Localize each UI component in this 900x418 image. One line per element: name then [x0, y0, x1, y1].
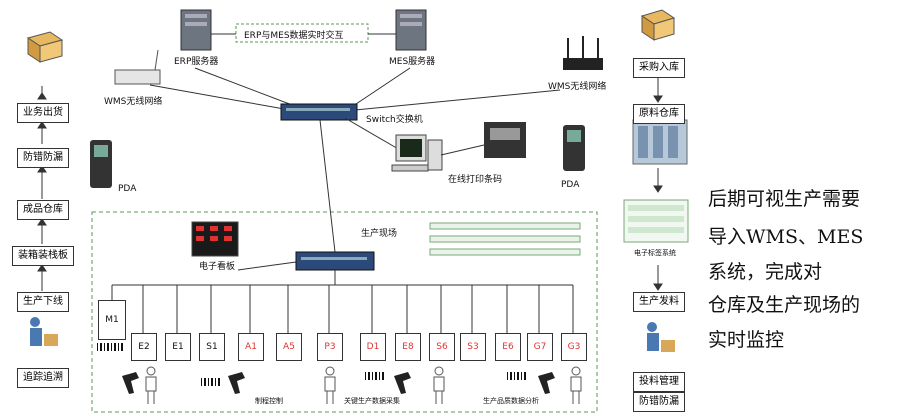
- right-flow-step: 生产发料: [633, 292, 685, 312]
- bottom-label: 关键生产数据采集: [344, 397, 400, 405]
- station-box: E1: [165, 333, 191, 361]
- worker-icon: [145, 366, 582, 404]
- station-box: G7: [527, 333, 553, 361]
- switch-label: Switch交换机: [366, 115, 423, 125]
- left-flow-step: 追踪追溯: [17, 368, 69, 388]
- production-switch-icon: [295, 251, 375, 271]
- electronic-label-strip: [429, 222, 581, 256]
- station-box: M1: [98, 300, 126, 340]
- station-box: E8: [395, 333, 421, 361]
- station-drops: [111, 285, 574, 333]
- station-box: G3: [561, 333, 587, 361]
- wireless-router-left-icon: [114, 49, 161, 85]
- note-line: 后期可视生产需要: [708, 188, 861, 210]
- right-flow-arrows: [653, 78, 663, 291]
- left-flow-step: 成品仓库: [17, 200, 69, 220]
- note-line: 系统，完成对: [708, 261, 823, 283]
- station-box: S6: [429, 333, 455, 361]
- right-flow-step: 电子标签系统: [634, 249, 676, 257]
- computer-icon: [391, 134, 443, 172]
- right-flow-step: 采购入库: [633, 58, 685, 78]
- note-line: 仓库及生产现场的: [708, 294, 861, 316]
- erp-mes-bar: [235, 23, 369, 43]
- station-box: D1: [360, 333, 386, 361]
- station-box: S1: [199, 333, 225, 361]
- printer-label: 在线打印条码: [448, 175, 503, 185]
- barcode-icon: [97, 343, 526, 386]
- note-line: 实时监控: [708, 329, 785, 351]
- left-flow-step: 装箱装栈板: [12, 246, 74, 266]
- wireless-left-label: WMS无线网络: [104, 97, 163, 107]
- main-switch-icon: [280, 103, 358, 121]
- mes-server-icon: [395, 9, 427, 51]
- label-system-image: [623, 199, 689, 243]
- station-box: E6: [495, 333, 521, 361]
- erp-server-icon: [180, 9, 212, 51]
- pda-left-label: PDA: [118, 184, 137, 194]
- bottom-label: 制程控制: [255, 397, 283, 405]
- station-box: A5: [276, 333, 302, 361]
- erp-mes-bar-label: ERP与MES数据实时交互: [244, 31, 344, 41]
- station-box: E2: [131, 333, 157, 361]
- pda-right-label: PDA: [561, 180, 580, 190]
- wireless-right-label: WMS无线网络: [548, 82, 607, 92]
- note-line: 导入WMS、MES: [708, 226, 864, 248]
- pda-left-icon: [90, 140, 112, 188]
- erp-server-label: ERP服务器: [174, 57, 219, 67]
- wireless-router-right-icon: [563, 36, 603, 70]
- scanner-icon: [122, 372, 555, 394]
- station-box: S3: [460, 333, 486, 361]
- warehouse-image: [632, 119, 688, 165]
- production-site-frame: [91, 211, 598, 413]
- left-flow-step: 生产下线: [17, 292, 69, 312]
- mes-server-label: MES服务器: [389, 57, 436, 67]
- delivery-box-icon: [26, 31, 64, 63]
- station-box: P3: [317, 333, 343, 361]
- left-flow-arrows: [37, 86, 47, 291]
- left-flow-step: 业务出货: [17, 103, 69, 123]
- kanban-label: 电子看板: [199, 262, 236, 272]
- bottom-label: 生产品质数据分析: [483, 397, 539, 405]
- barcode-printer-icon: [484, 122, 526, 158]
- station-box: A1: [238, 333, 264, 361]
- right-flow-step: 投料管理: [633, 372, 685, 392]
- kanban-board-icon: [191, 221, 239, 257]
- pda-right-icon: [563, 125, 585, 171]
- purchase-box-icon: [640, 9, 676, 41]
- production-site-label: 生产现场: [361, 229, 398, 239]
- trace-worker-icon: [30, 317, 58, 346]
- material-worker-icon: [647, 322, 675, 352]
- right-flow-step: 原料仓库: [633, 104, 685, 124]
- right-flow-step: 防错防漏: [633, 392, 685, 412]
- left-flow-step: 防错防漏: [17, 148, 69, 168]
